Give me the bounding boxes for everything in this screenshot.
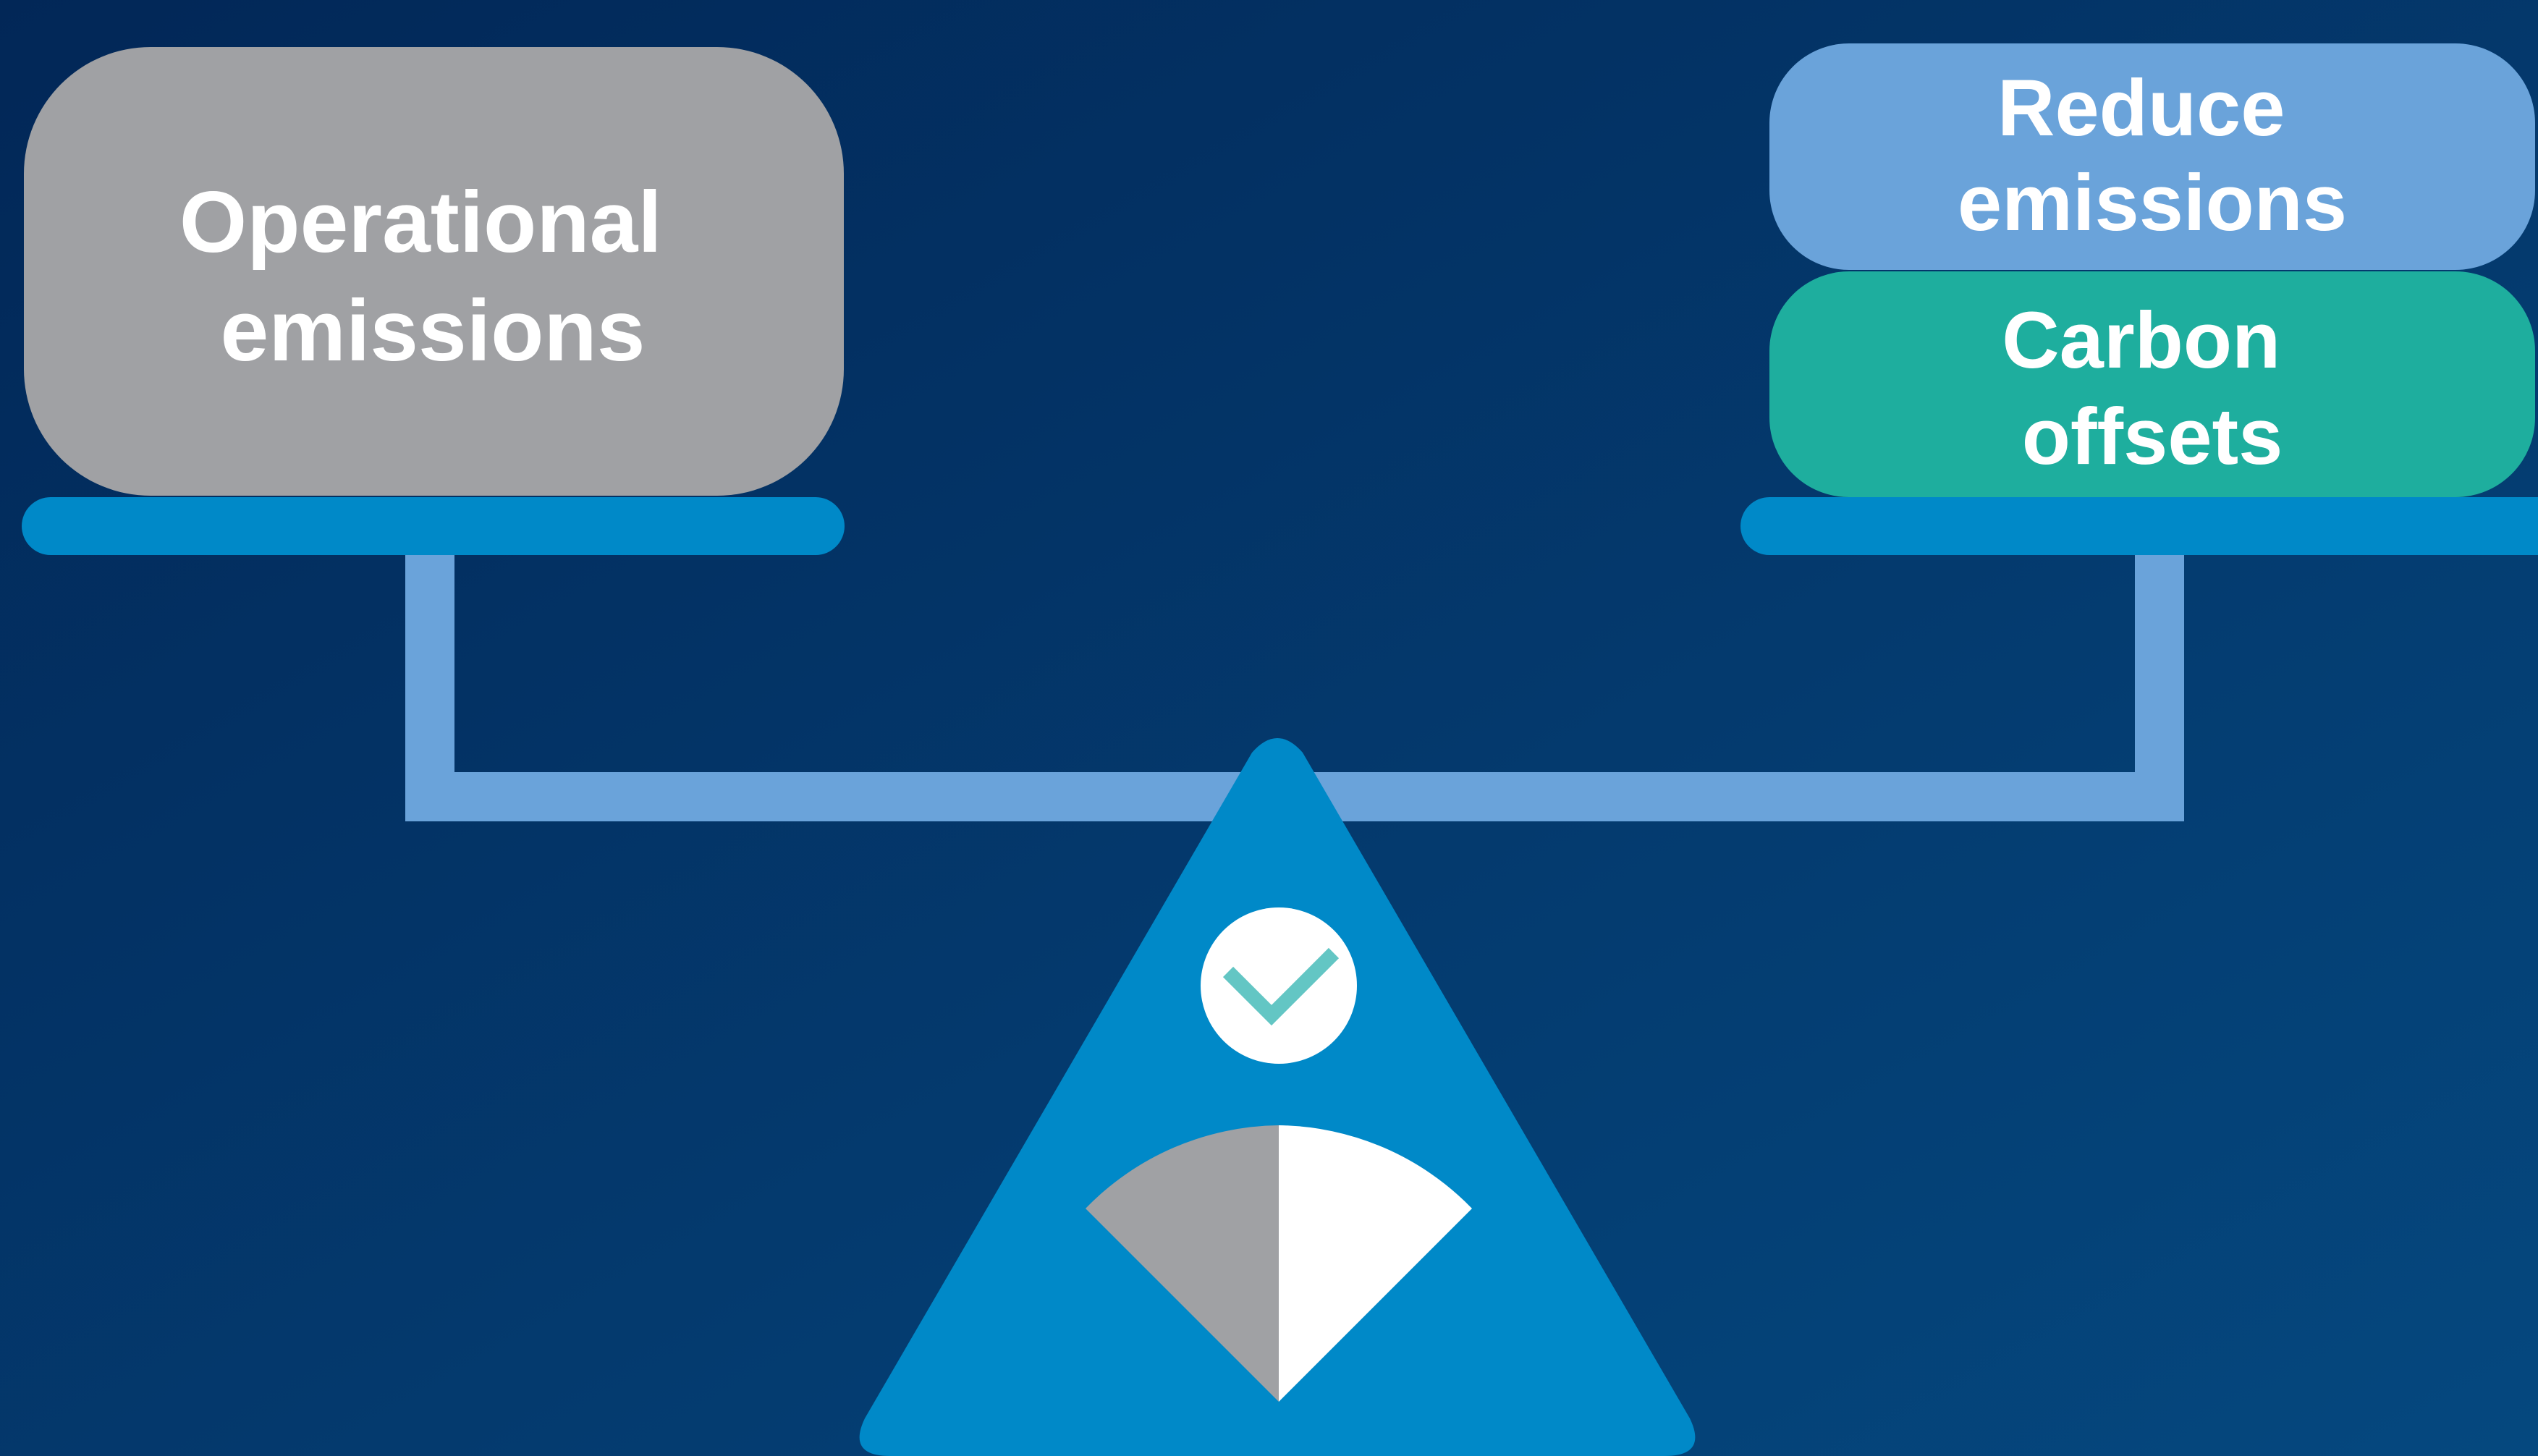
- operational-emissions-label: Operational emissions: [179, 174, 686, 379]
- operational-emissions-line1: Operational: [179, 174, 662, 271]
- reduce-emissions-label: Reduce emissions: [1958, 64, 2347, 247]
- check-badge: [1201, 907, 1357, 1064]
- carbon-offsets-line1: Carbon: [2002, 296, 2280, 385]
- check-badge-circle: [1201, 907, 1357, 1064]
- carbon-offsets-box: [1769, 271, 2535, 497]
- reduce-emissions-box: [1769, 43, 2535, 270]
- carbon-offsets-line2: offsets: [2022, 392, 2283, 481]
- gauge-right-sector: [1279, 1125, 1472, 1402]
- operational-emissions-box: [24, 47, 844, 496]
- reduce-emissions-line1: Reduce: [1997, 64, 2285, 153]
- gauge-icon: [1086, 1125, 1472, 1402]
- operational-emissions-line2: emissions: [221, 282, 646, 379]
- carbon-offsets-label: Carbon offsets: [2002, 296, 2303, 481]
- reduce-emissions-line2: emissions: [1958, 158, 2347, 247]
- gauge-left-sector: [1086, 1125, 1279, 1402]
- left-pan-plate: [22, 497, 845, 555]
- fulcrum-triangle: [859, 738, 1696, 1456]
- check-icon: [1222, 947, 1340, 1026]
- right-pan-plate: [1740, 497, 2538, 555]
- right-pan: Carbon offsets Reduce emissions: [1740, 43, 2538, 555]
- left-pan: Operational emissions: [22, 47, 845, 555]
